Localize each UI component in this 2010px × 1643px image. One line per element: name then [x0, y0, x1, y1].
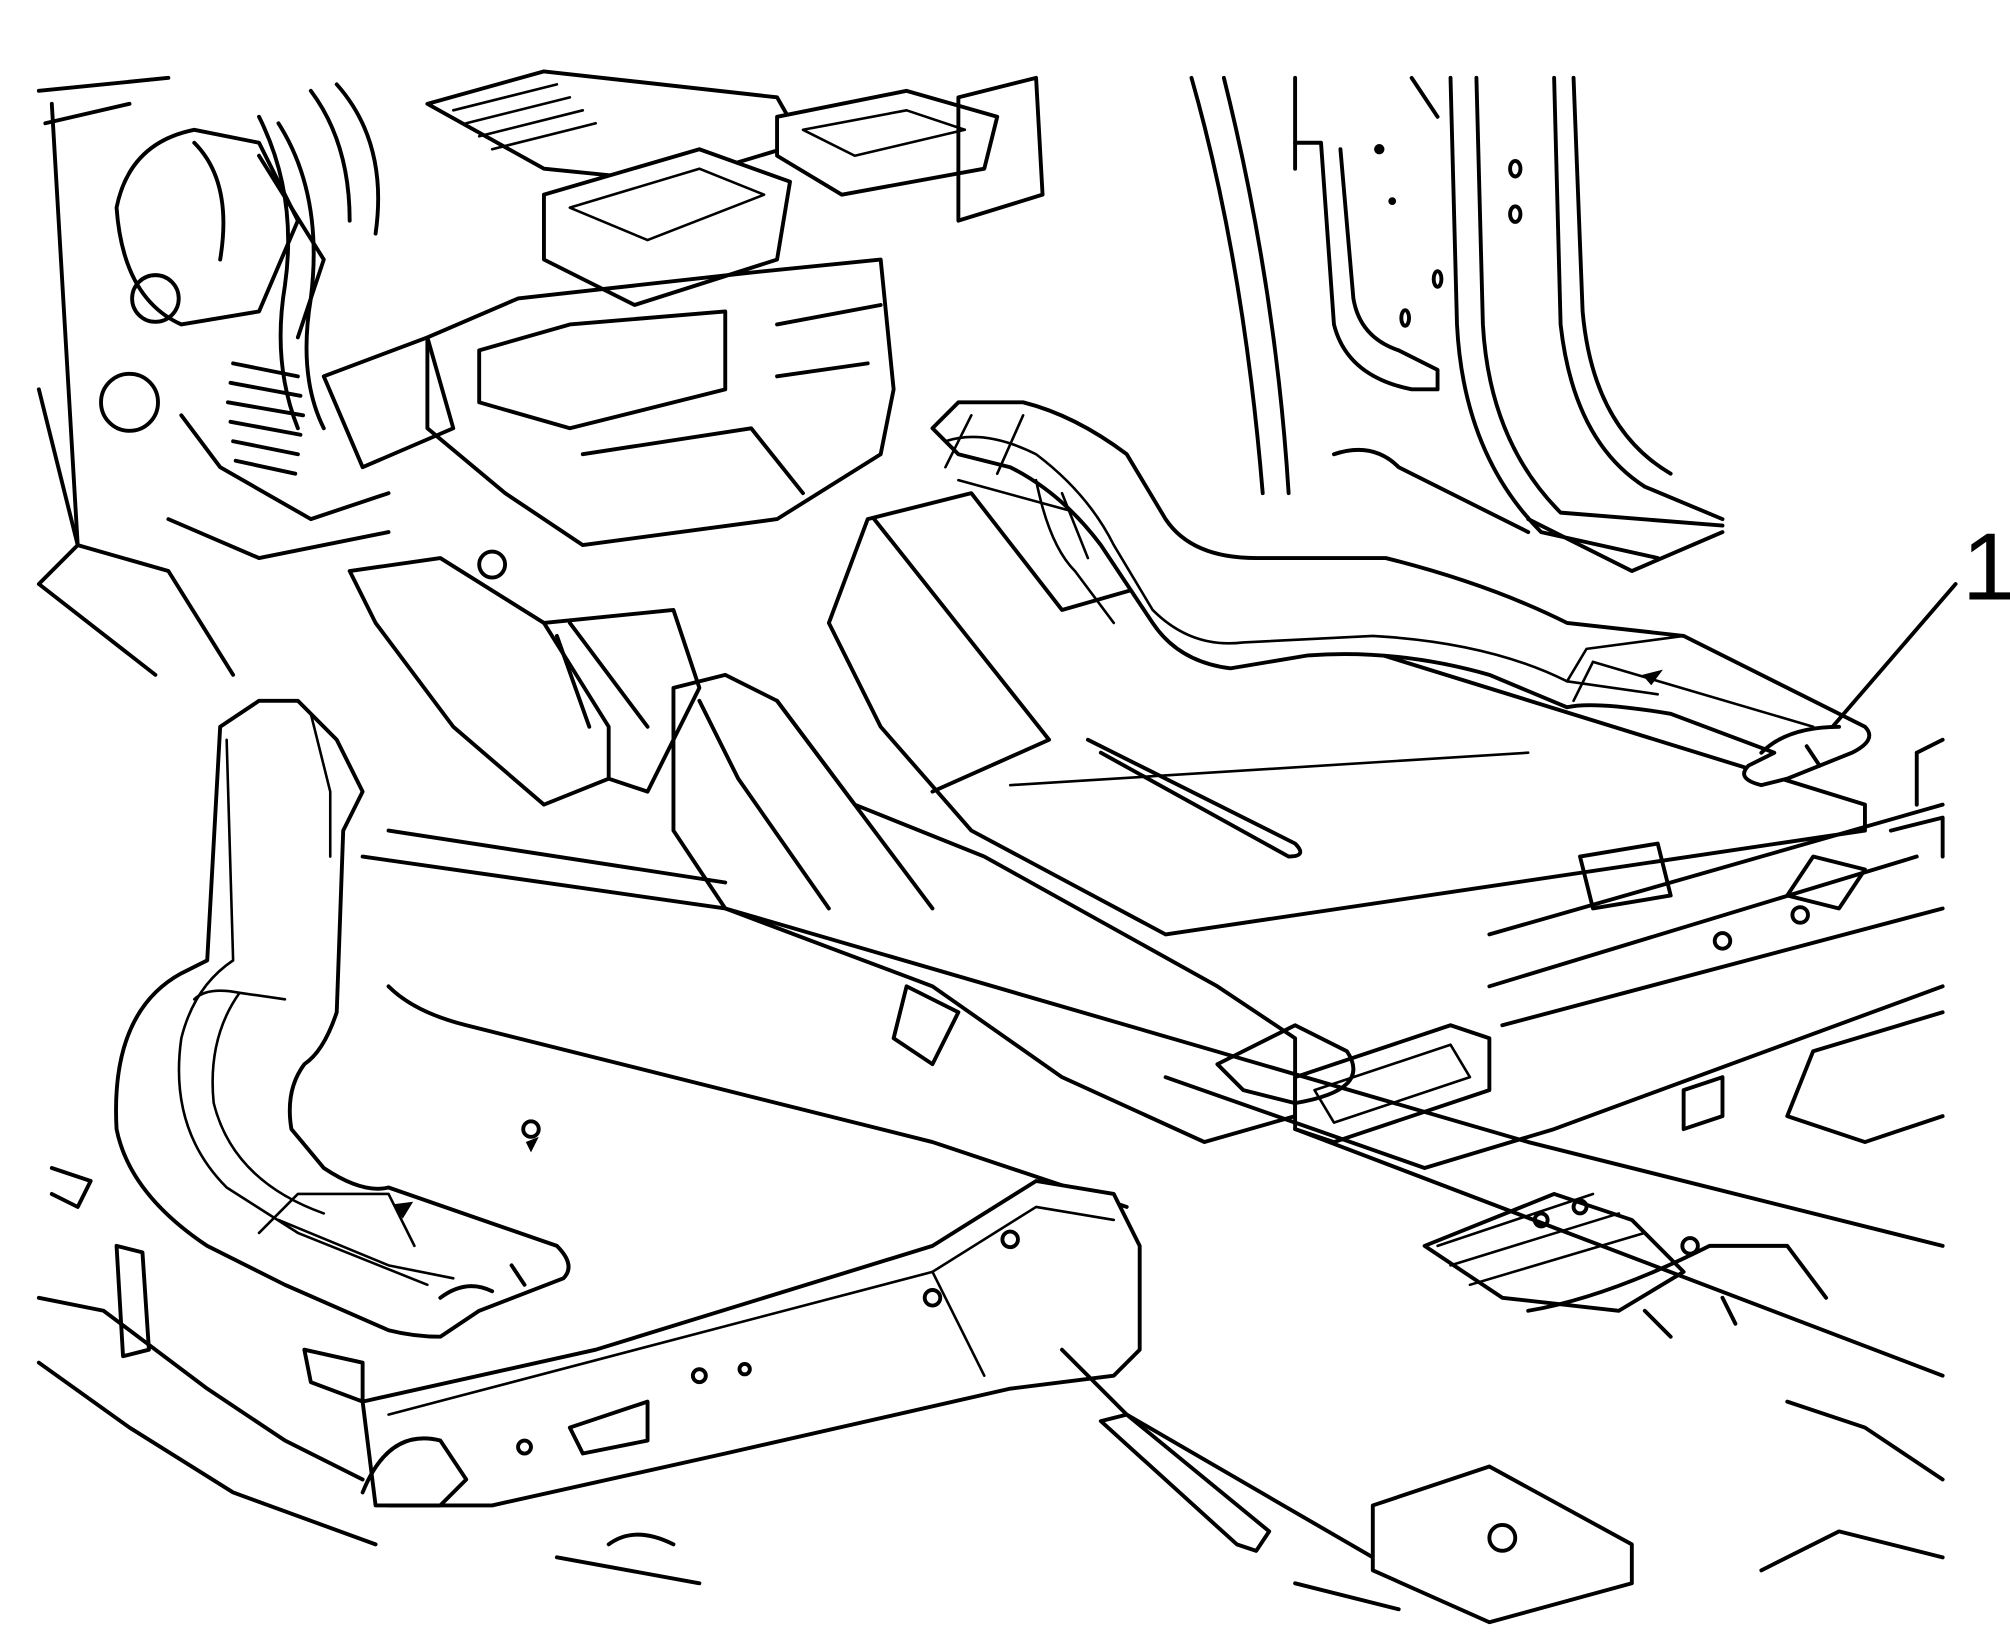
right-heater-duct — [930, 400, 1872, 788]
left-heater-duct — [114, 698, 571, 1339]
door-pillar — [1189, 75, 1725, 573]
hvac-assembly — [36, 69, 1045, 807]
callout-1: 1 — [1830, 513, 2010, 729]
floor-structure — [36, 672, 1945, 1625]
callout-leader-line — [1830, 582, 1958, 729]
callout-label-1: 1 — [1962, 513, 2010, 620]
